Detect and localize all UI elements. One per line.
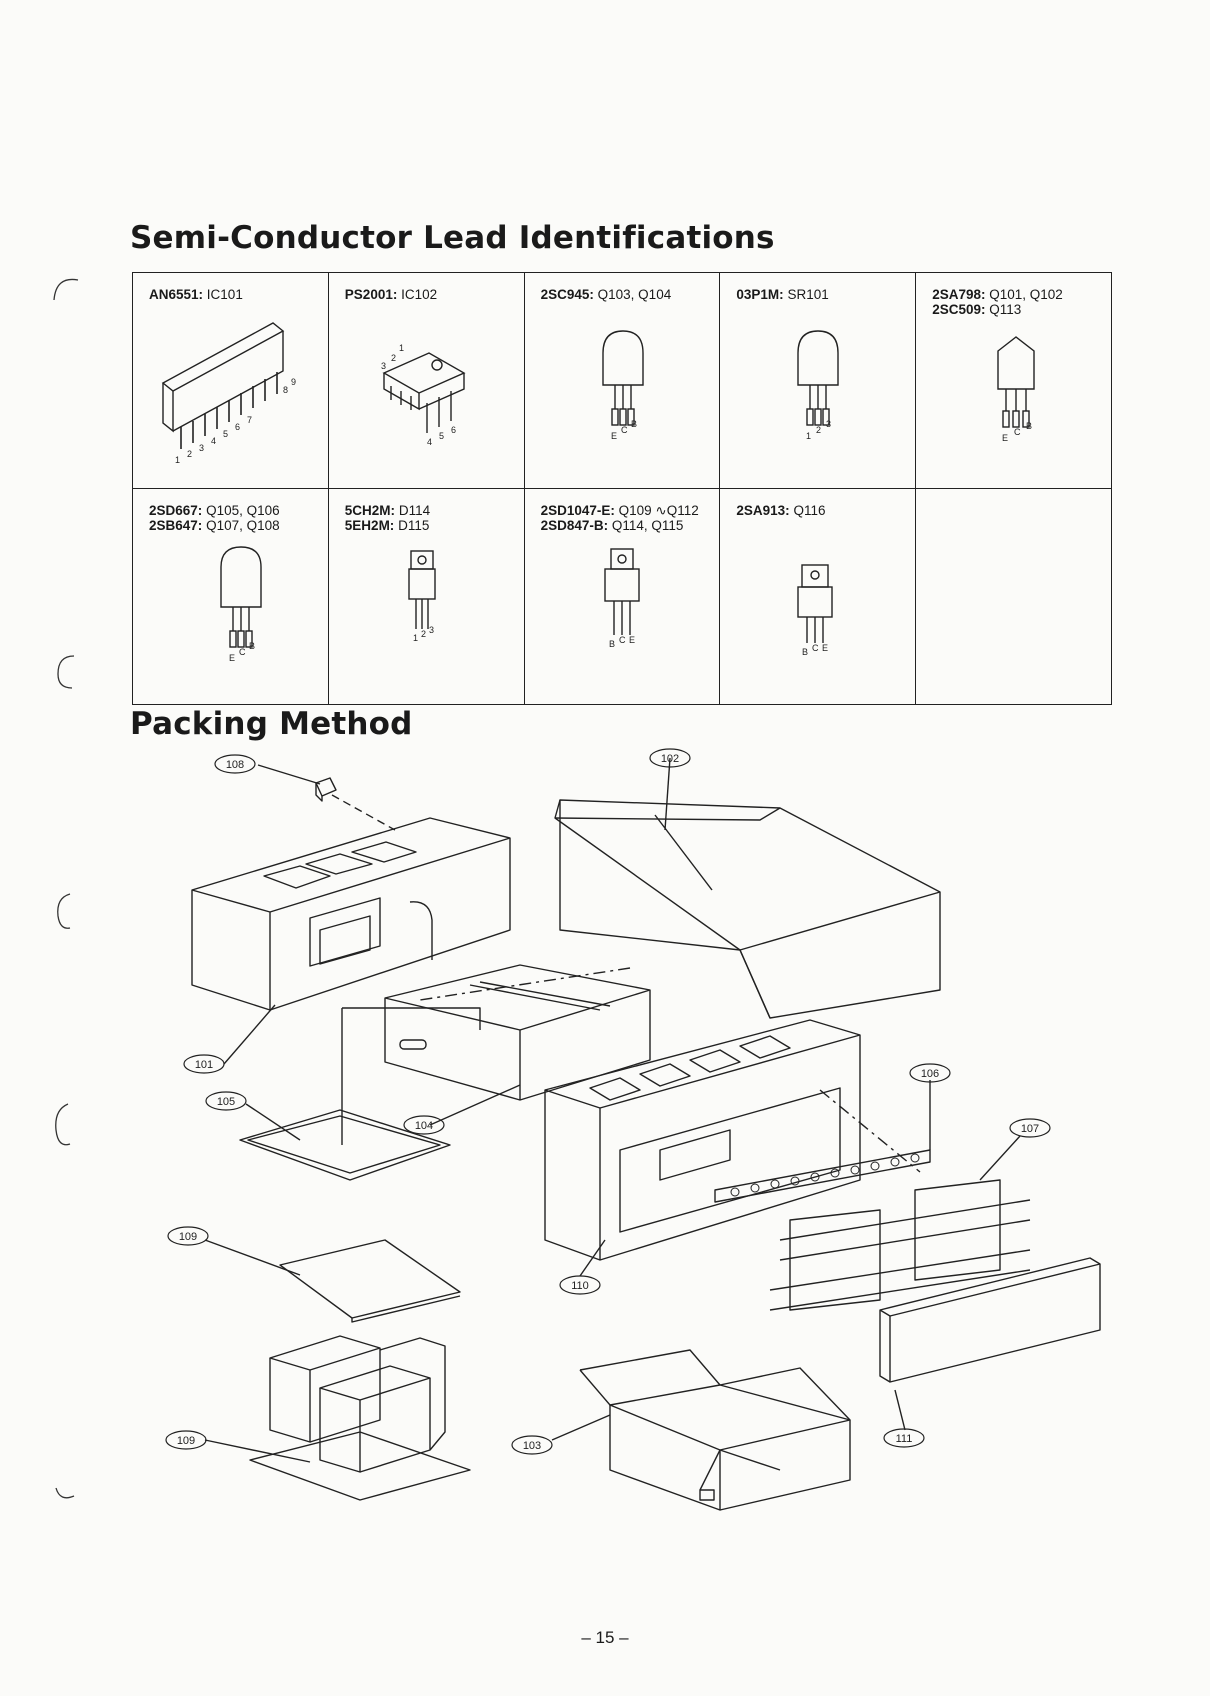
binder-hole-marks [53,278,79,1499]
svg-text:5: 5 [439,431,444,441]
part-111-foam-bar [879,1257,1101,1383]
svg-text:2: 2 [187,449,192,459]
callout-111: 111 [896,1433,913,1445]
svg-text:3: 3 [429,625,434,635]
to220-transistor-drawing: B C E [603,548,640,649]
svg-text:B: B [802,647,808,657]
cell-ps2001: PS2001: IC102 1 2 3 4 5 6 [327,272,525,489]
svg-text:E: E [1002,433,1008,443]
svg-text:B: B [249,641,255,651]
svg-text:2: 2 [391,353,396,363]
part-108-pad [315,777,337,802]
svg-text:C: C [812,643,819,653]
cell-03p1m: 03P1M: SR101 1 2 3 [719,272,917,489]
callout-105: 105 [217,1096,235,1108]
svg-text:E: E [822,643,828,653]
to220-pnp-drawing: B C E [797,564,834,657]
part-box-stack [249,1335,471,1501]
part-101-cushion-left [191,817,511,1011]
section-title-semiconductor: Semi-Conductor Lead Identifications [130,220,775,256]
callout-102: 102 [661,753,679,765]
semiconductor-table: AN6551: IC101 1 2 3 4 5 6 [132,272,1112,705]
svg-text:1: 1 [413,633,418,643]
cell-2sa913: 2SA913: Q116 B C E [719,488,917,705]
svg-text:B: B [631,419,637,429]
svg-text:C: C [621,425,628,435]
callout-108: 108 [226,759,244,771]
to92-thyristor-drawing: 1 2 3 [797,330,840,441]
part-103-carton [579,1349,851,1511]
to92-transistor-drawing: E C B [601,330,644,441]
dip-ic-drawing: 1 2 3 4 5 6 [381,343,466,447]
to92l-transistor-drawing: E C B [220,546,262,663]
packing-exploded-diagram: 108 102 101 106 105 104 107 109 110 109 … [165,748,1101,1511]
svg-text:3: 3 [199,443,204,453]
callout-106: 106 [921,1068,939,1080]
sip-ic-drawing: 1 2 3 4 5 6 7 8 9 [161,322,296,465]
svg-text:E: E [611,431,617,441]
svg-text:E: E [229,653,235,663]
cell-2sd1047: 2SD1047-E: Q109 ∿Q112 2SD847-B: Q114, Q1… [523,488,721,705]
svg-text:C: C [1014,427,1021,437]
svg-text:1: 1 [399,343,404,353]
svg-text:C: C [619,635,626,645]
svg-text:4: 4 [211,436,216,446]
callout-110: 110 [571,1280,589,1292]
callout-109b: 109 [177,1435,195,1447]
cell-2sa798: 2SA798: Q101, Q102 2SC509: Q113 E C B [915,272,1112,489]
part-102-sleeve [554,799,941,1019]
page-number: – 15 – [581,1628,629,1647]
svg-text:3: 3 [381,361,386,371]
svg-text:B: B [1026,421,1032,431]
svg-text:B: B [609,639,615,649]
svg-text:9: 9 [291,377,296,387]
part-110-cushion-right [544,1019,861,1261]
section-title-packing: Packing Method [130,706,413,742]
svg-text:6: 6 [235,422,240,432]
callout-104: 104 [415,1120,433,1132]
svg-text:1: 1 [806,431,811,441]
svg-text:1: 1 [175,455,180,465]
part-106-strip [714,1149,931,1203]
svg-text:C: C [239,647,246,657]
callout-103: 103 [523,1440,541,1452]
part-105-bag [239,1109,451,1181]
svg-text:4: 4 [427,437,432,447]
to220-diode-drawing: 1 2 3 [408,550,436,643]
svg-text:5: 5 [223,429,228,439]
callout-107: 107 [1021,1123,1039,1135]
part-107-sheets [769,1179,1031,1311]
svg-text:2: 2 [421,629,426,639]
part-104-set [384,964,651,1101]
cell-2sd667: 2SD667: Q105, Q106 2SB647: Q107, Q108 E … [132,488,329,705]
svg-text:6: 6 [451,425,456,435]
cell-2sc945: 2SC945: Q103, Q104 E C B [523,272,721,489]
cell-5ch2m: 5CH2M: D114 5EH2M: D115 1 2 3 [327,488,525,705]
svg-text:3: 3 [826,419,831,429]
callout-109: 109 [179,1231,197,1243]
to126-transistor-drawing: E C B [997,336,1035,443]
svg-text:8: 8 [283,385,288,395]
cell-empty [915,488,1112,705]
svg-text:7: 7 [247,415,252,425]
part-109-manual [279,1239,461,1323]
svg-text:2: 2 [816,425,821,435]
cell-an6551: AN6551: IC101 1 2 3 4 5 6 [132,272,329,489]
callout-101: 101 [195,1059,213,1071]
svg-text:E: E [629,635,635,645]
